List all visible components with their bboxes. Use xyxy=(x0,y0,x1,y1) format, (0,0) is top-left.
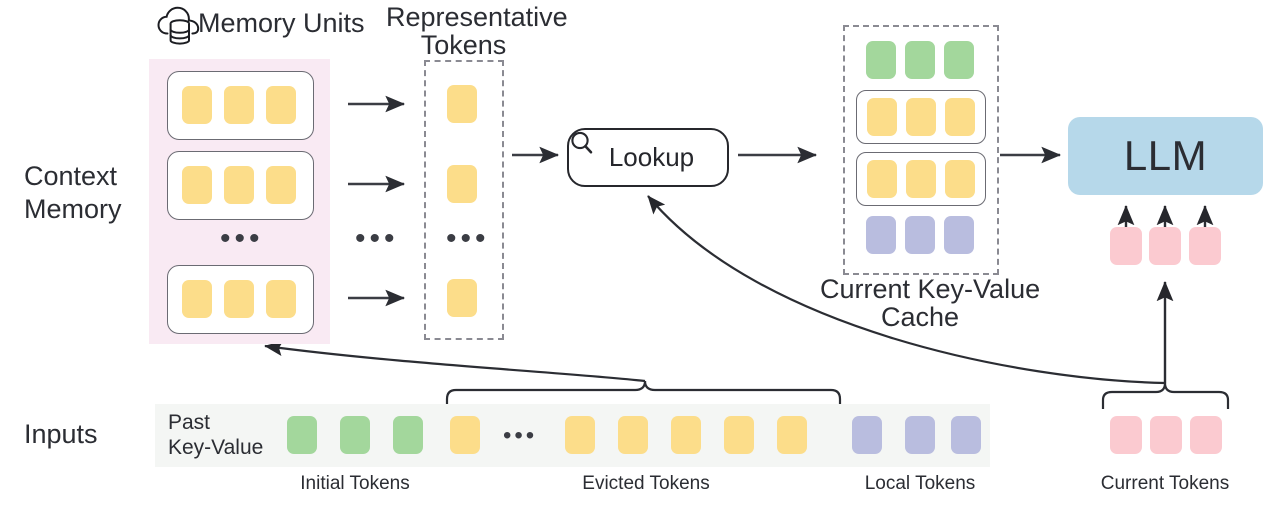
representative-token-1 xyxy=(447,85,477,123)
llm-input-token-2 xyxy=(1149,227,1181,265)
input-evicted-token-6 xyxy=(777,416,807,454)
representative-tokens-label-line2: Tokens xyxy=(420,30,507,60)
memory-units-ellipsis: ••• xyxy=(220,222,264,255)
unit-to-representative-arrows xyxy=(348,95,406,307)
kv-cache-row-initial xyxy=(866,41,974,79)
input-initial-token-3 xyxy=(393,416,423,454)
memory-unit-3-token-3 xyxy=(266,280,296,318)
representative-tokens-ellipsis: ••• xyxy=(446,222,490,255)
current-tokens-to-lookup-arrow xyxy=(647,195,1166,385)
evicted-tokens-brace xyxy=(445,380,842,409)
memory-unit-1-token-2 xyxy=(224,86,254,124)
kv-retrieved1-token-3 xyxy=(945,98,975,136)
representative-token-2 xyxy=(447,165,477,203)
memory-unit-3[interactable] xyxy=(167,265,314,334)
context-memory-label-line1: Context xyxy=(24,161,118,191)
kv-local-token-1 xyxy=(866,216,896,254)
current-kv-cache-box xyxy=(843,25,999,275)
kv-cache-caption-line2: Cache xyxy=(880,302,960,332)
kv-local-token-2 xyxy=(905,216,935,254)
input-current-token-2 xyxy=(1150,416,1182,454)
input-local-token-2 xyxy=(905,416,935,454)
input-evicted-token-4 xyxy=(671,416,701,454)
memory-unit-1-token-3 xyxy=(266,86,296,124)
kv-local-token-3 xyxy=(944,216,974,254)
lookup-button[interactable]: Lookup xyxy=(567,128,729,187)
llm-input-token-1 xyxy=(1110,227,1142,265)
caption-local-tokens: Local Tokens xyxy=(864,473,976,494)
past-kv-label-line1: Past xyxy=(168,411,211,434)
caption-current-tokens: Current Tokens xyxy=(1100,473,1230,494)
memory-unit-3-token-1 xyxy=(182,280,212,318)
past-kv-label-line2: Key-Value xyxy=(168,436,264,459)
representative-token-3 xyxy=(447,279,477,317)
kv-cache-row-retrieved-1[interactable] xyxy=(856,90,986,144)
current-tokens-to-llm-arrows xyxy=(1117,205,1214,228)
llm-input-token-3 xyxy=(1189,227,1221,265)
input-local-token-3 xyxy=(951,416,981,454)
representative-tokens-label-line1: Representative xyxy=(386,2,568,32)
llm-block[interactable]: LLM xyxy=(1068,117,1263,195)
memory-unit-2-token-3 xyxy=(266,166,296,204)
kv-retrieved1-token-1 xyxy=(867,98,897,136)
input-local-token-1 xyxy=(852,416,882,454)
current-tokens-brace xyxy=(1101,382,1230,409)
kv-cache-row-retrieved-2[interactable] xyxy=(856,152,986,206)
input-evicted-ellipsis: ••• xyxy=(503,422,538,449)
input-current-token-1 xyxy=(1110,416,1142,454)
kv-cache-caption-line1: Current Key-Value xyxy=(820,274,1041,304)
context-memory-label-line2: Memory xyxy=(24,194,122,224)
evicted-to-context-memory-arrow xyxy=(264,340,646,383)
input-evicted-token-1 xyxy=(450,416,480,454)
memory-unit-1-token-1 xyxy=(182,86,212,124)
caption-evicted-tokens: Evicted Tokens xyxy=(582,473,710,494)
memory-unit-3-token-2 xyxy=(224,280,254,318)
input-evicted-token-3 xyxy=(618,416,648,454)
inputs-label: Inputs xyxy=(24,419,98,449)
memory-unit-1[interactable] xyxy=(167,71,314,140)
kv-retrieved1-token-2 xyxy=(906,98,936,136)
kv-cache-row-local xyxy=(866,216,974,254)
kv-retrieved2-token-2 xyxy=(906,160,936,198)
kv-initial-token-3 xyxy=(944,41,974,79)
memory-unit-2-token-1 xyxy=(182,166,212,204)
kv-retrieved2-token-1 xyxy=(867,160,897,198)
input-initial-token-2 xyxy=(340,416,370,454)
caption-initial-tokens: Initial Tokens xyxy=(300,473,410,494)
llm-label: LLM xyxy=(1123,132,1208,179)
memory-unit-2[interactable] xyxy=(167,151,314,220)
kv-retrieved2-token-3 xyxy=(945,160,975,198)
kv-initial-token-1 xyxy=(866,41,896,79)
unit-arrow-ellipsis: ••• xyxy=(355,222,399,255)
memory-units-cloud-icon xyxy=(157,6,203,48)
kv-initial-token-2 xyxy=(905,41,935,79)
input-evicted-token-2 xyxy=(565,416,595,454)
memory-units-label: Memory Units xyxy=(198,8,365,38)
input-initial-token-1 xyxy=(287,416,317,454)
lookup-label: Lookup xyxy=(608,142,695,172)
input-current-token-3 xyxy=(1190,416,1222,454)
input-evicted-token-5 xyxy=(724,416,754,454)
representative-tokens-box xyxy=(424,60,504,340)
memory-unit-2-token-2 xyxy=(224,166,254,204)
